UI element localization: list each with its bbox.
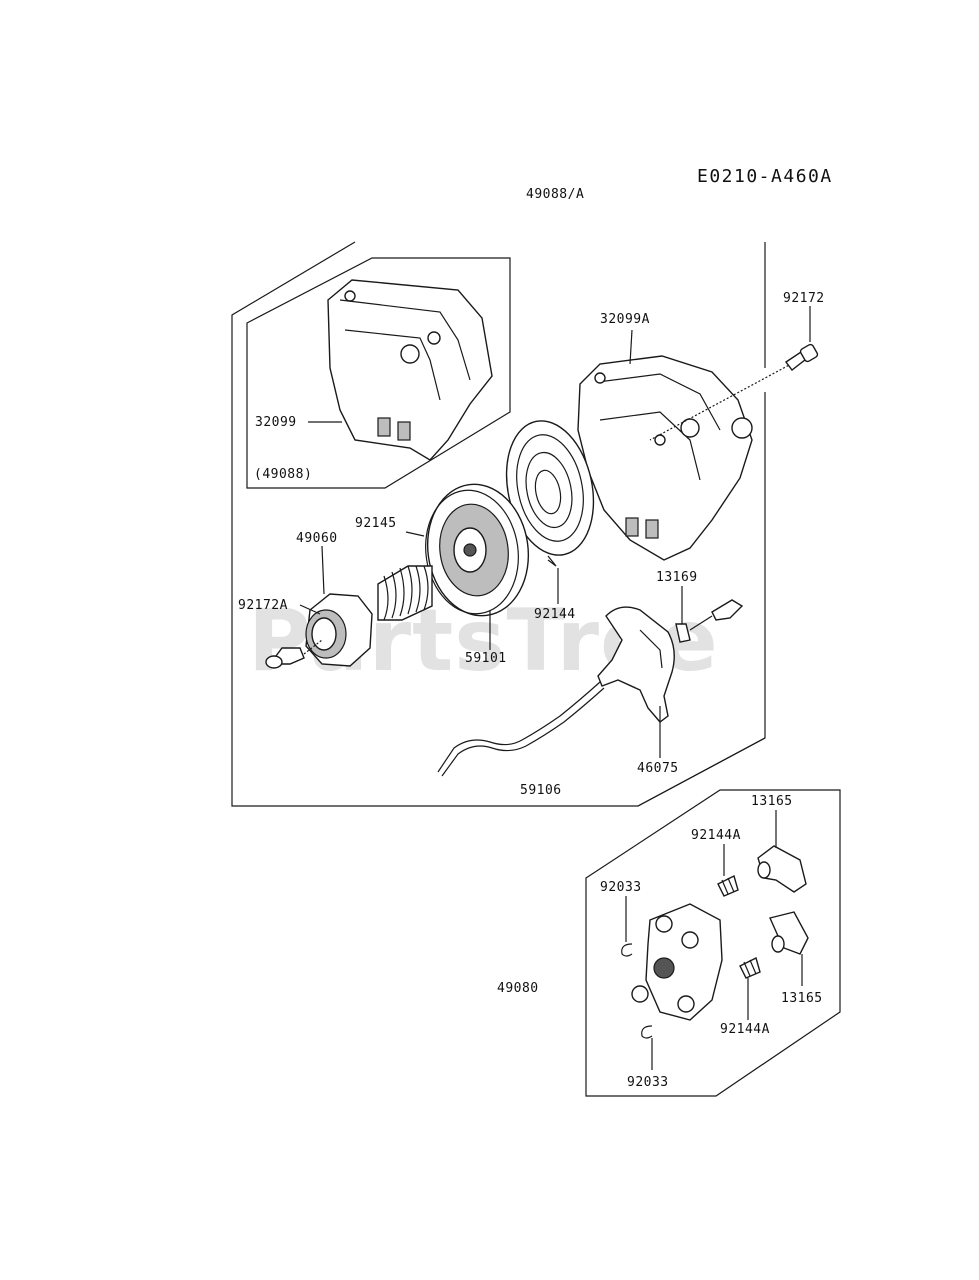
bolt-92172A-part bbox=[265, 639, 323, 669]
spring-92144A-top-part bbox=[717, 874, 739, 897]
label-spring-main: 92144 bbox=[534, 607, 576, 622]
case-inset-part bbox=[327, 279, 493, 461]
label-spring-bottom: 92144A bbox=[720, 1022, 770, 1037]
rope-59106-part bbox=[437, 681, 605, 777]
inset-frame bbox=[246, 257, 511, 489]
label-rope: 59106 bbox=[520, 783, 562, 798]
ratchet-49060-part bbox=[305, 593, 373, 667]
leader-lines bbox=[299, 306, 811, 1070]
label-bolt-left: 92172A bbox=[238, 598, 288, 613]
clip-92033-top-part bbox=[621, 943, 633, 957]
label-case-inset-ref: (49088) bbox=[254, 467, 313, 482]
diagram-code: E0210-A460A bbox=[697, 166, 833, 187]
label-ratchet: 49060 bbox=[296, 531, 338, 546]
pulley-frame bbox=[585, 789, 841, 1097]
label-pulley-assembly: 49080 bbox=[497, 981, 539, 996]
label-case-main: 32099A bbox=[600, 312, 650, 327]
pawl-13165-top-part bbox=[757, 845, 807, 893]
label-guide: 13169 bbox=[656, 570, 698, 585]
label-clip-bottom: 92033 bbox=[627, 1075, 669, 1090]
clip-92033-bottom-part bbox=[641, 1025, 653, 1039]
pulley-49080-part bbox=[631, 903, 723, 1021]
label-reel: 59101 bbox=[465, 651, 507, 666]
label-spring-top: 92144A bbox=[691, 828, 741, 843]
case-main-part bbox=[577, 355, 753, 561]
label-assembly-top: 49088/A bbox=[526, 187, 585, 202]
label-pawl-top: 13165 bbox=[751, 794, 793, 809]
label-bolt-top: 92172 bbox=[783, 291, 825, 306]
bolt-92172-part bbox=[649, 343, 819, 441]
assembly-frame bbox=[231, 241, 766, 807]
spring-92145-part bbox=[377, 565, 433, 621]
label-handle: 46075 bbox=[637, 761, 679, 776]
handle-46075-part bbox=[597, 606, 675, 723]
label-case-inset: 32099 bbox=[255, 415, 297, 430]
pawl-13165-bottom-part bbox=[769, 911, 809, 955]
label-pawl-bottom: 13165 bbox=[781, 991, 823, 1006]
label-spring-small: 92145 bbox=[355, 516, 397, 531]
label-clip-top: 92033 bbox=[600, 880, 642, 895]
spring-92144-part bbox=[505, 420, 595, 567]
guide-13169-part bbox=[675, 599, 744, 643]
reel-59101-part bbox=[425, 483, 530, 617]
spring-92144A-bottom-part bbox=[739, 956, 761, 979]
